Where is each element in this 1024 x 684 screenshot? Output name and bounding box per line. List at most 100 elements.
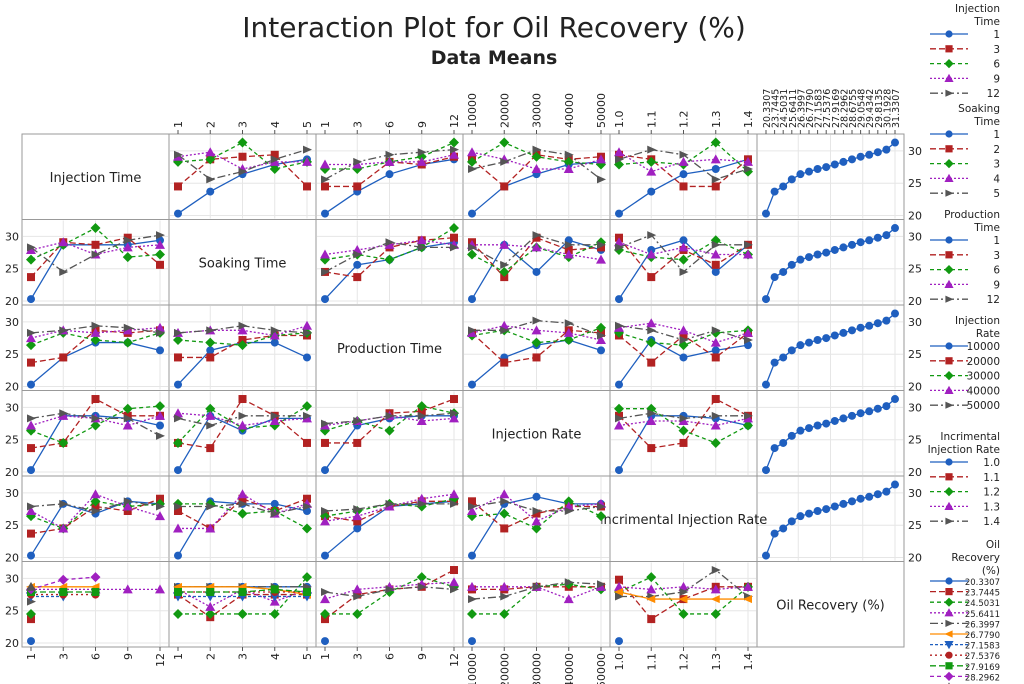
data-point xyxy=(320,594,330,604)
legend-marker xyxy=(945,458,953,466)
data-point xyxy=(450,409,459,418)
data-point xyxy=(647,409,657,418)
panel xyxy=(317,477,462,561)
data-point xyxy=(26,254,36,265)
data-point xyxy=(822,505,831,514)
x-tick-label-bottom: 1.1 xyxy=(645,653,658,671)
y-tick-label: 20 xyxy=(908,295,922,308)
legend-label: 9 xyxy=(993,73,1000,85)
data-point xyxy=(353,416,363,425)
data-point xyxy=(90,327,101,337)
data-point xyxy=(614,587,623,596)
data-point xyxy=(865,407,874,416)
data-point xyxy=(882,487,891,496)
legend-marker xyxy=(944,597,954,607)
data-point xyxy=(122,420,133,430)
data-point xyxy=(468,295,476,304)
y-tick-label: 25 xyxy=(5,605,19,618)
x-tick-label-top: 1.3 xyxy=(710,111,723,129)
data-point xyxy=(647,444,656,453)
x-tick-label-bottom: 10000 xyxy=(466,653,479,684)
data-point xyxy=(615,575,623,584)
legend-label: 1.1 xyxy=(983,472,1000,484)
data-point xyxy=(615,411,623,420)
legend-marker xyxy=(944,671,954,681)
legend-label: 30000 xyxy=(967,371,1000,383)
data-point xyxy=(416,493,427,503)
data-point xyxy=(711,240,721,249)
data-point xyxy=(614,420,624,430)
data-point xyxy=(321,295,329,304)
series-line xyxy=(177,593,307,618)
data-point xyxy=(882,316,891,325)
data-point xyxy=(531,242,542,252)
y-tick-label: 20 xyxy=(5,381,19,394)
legend-label: 1.0 xyxy=(983,457,1000,469)
legend-label: 6 xyxy=(993,265,1000,277)
data-point xyxy=(597,580,606,589)
data-point xyxy=(174,209,182,218)
data-point xyxy=(532,509,541,518)
data-point xyxy=(822,163,831,172)
data-point xyxy=(155,239,165,249)
data-point xyxy=(679,331,688,340)
data-point xyxy=(597,175,606,184)
data-point xyxy=(646,415,657,425)
data-point xyxy=(270,499,279,508)
series-line xyxy=(30,234,161,273)
data-point xyxy=(596,322,606,333)
x-tick-label-top: 27.1583 xyxy=(814,89,825,128)
data-point xyxy=(303,353,311,362)
data-point xyxy=(813,336,822,344)
panel xyxy=(317,562,462,646)
x-tick-label-top: 20.3307 xyxy=(762,89,773,128)
data-point xyxy=(744,336,753,344)
data-point xyxy=(27,358,35,367)
data-point xyxy=(27,328,36,337)
data-point xyxy=(91,321,101,330)
data-point xyxy=(237,420,248,430)
data-point xyxy=(303,438,311,447)
data-point xyxy=(711,165,720,173)
y-tick-label: 25 xyxy=(5,348,19,361)
x-tick-label-bottom: 3 xyxy=(57,653,70,660)
data-point xyxy=(770,187,779,196)
legend-label: 1 xyxy=(993,235,1000,247)
data-point xyxy=(744,341,752,350)
data-point xyxy=(647,231,657,240)
data-point xyxy=(91,507,101,515)
data-point xyxy=(173,335,183,345)
x-tick-label-bottom: 40000 xyxy=(563,653,576,684)
y-tick-label: 25 xyxy=(908,348,922,361)
x-tick-label-bottom: 3 xyxy=(237,653,250,660)
data-point xyxy=(615,209,623,218)
data-point xyxy=(882,402,891,411)
legend-marker xyxy=(945,45,953,53)
data-point xyxy=(865,492,874,501)
x-tick-label-bottom: 1 xyxy=(319,653,332,660)
legend-marker xyxy=(944,487,954,497)
series-line xyxy=(765,398,896,471)
data-point xyxy=(123,414,133,423)
panel xyxy=(317,220,462,304)
legend-label: 27.1583 xyxy=(965,642,1000,652)
data-point xyxy=(711,346,720,355)
data-point xyxy=(647,273,656,282)
data-point xyxy=(499,137,510,148)
data-point xyxy=(174,466,182,475)
x-tick-label-bottom: 1.2 xyxy=(678,653,691,671)
data-point xyxy=(122,584,133,594)
y-tick-label: 30 xyxy=(5,230,19,243)
legend-marker xyxy=(944,641,954,650)
data-point xyxy=(467,147,477,157)
series-line xyxy=(471,493,602,523)
legend-label: 3 xyxy=(993,44,1000,56)
data-point xyxy=(679,414,689,423)
data-point xyxy=(270,150,279,159)
data-point xyxy=(532,353,541,362)
data-point xyxy=(385,585,395,594)
data-point xyxy=(743,581,753,591)
data-point xyxy=(468,497,476,506)
data-point xyxy=(647,358,656,367)
